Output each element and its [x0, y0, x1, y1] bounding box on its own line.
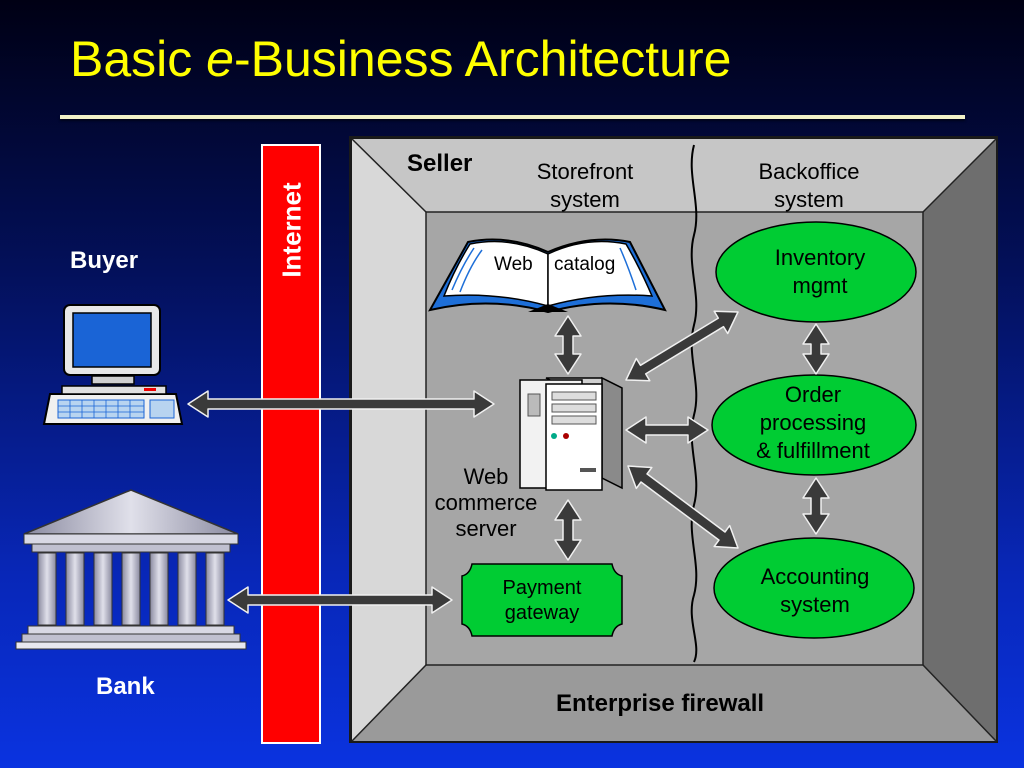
order-line2: processing [759, 410, 867, 435]
storefront-line2: system [550, 187, 620, 212]
title-prefix: Basic [70, 31, 207, 87]
payment-gateway-label: Payment gateway [472, 576, 612, 626]
arrow-catalog-server [554, 315, 582, 375]
inventory-line1: Inventory [774, 245, 866, 270]
inventory-line2: mgmt [792, 273, 848, 298]
web-commerce-line3: server [455, 516, 517, 541]
payment-gateway-node [461, 563, 623, 637]
arrow-inventory-order [802, 323, 830, 375]
web-catalog-word1: Web [494, 254, 533, 275]
bank-icon [15, 489, 247, 650]
web-catalog-word2: catalog [554, 254, 616, 275]
inventory-node [715, 221, 917, 323]
arrow-order-accounting [802, 477, 830, 535]
web-commerce-line2: commerce [434, 490, 538, 515]
firewall-label: Enterprise firewall [556, 690, 765, 717]
server-icon [519, 376, 623, 491]
bank-label: Bank [96, 673, 155, 700]
arrow-server-inventory [625, 310, 739, 382]
storefront-line1: Storefront [536, 159, 634, 184]
seller-label: Seller [407, 150, 473, 177]
computer-icon [42, 304, 184, 425]
payment-line1: Payment [502, 577, 582, 599]
title-divider [60, 115, 965, 119]
storefront-label: Storefront system [520, 158, 650, 214]
order-line1: Order [784, 382, 842, 407]
page-title: Basic e-Business Architecture [70, 30, 731, 88]
book-icon [428, 238, 667, 314]
backoffice-line1: Backoffice [758, 159, 860, 184]
web-commerce-line1: Web [463, 464, 509, 489]
arrow-server-order [625, 416, 709, 444]
accounting-label: Accounting system [735, 563, 895, 619]
buyer-label: Buyer [70, 247, 139, 274]
system-divider [690, 144, 698, 663]
order-line3: & fulfillment [756, 438, 870, 463]
arrow-server-accounting [627, 465, 739, 549]
accounting-node [713, 537, 915, 639]
arrow-buyer-server [187, 390, 495, 418]
arrow-bank-gateway [227, 586, 453, 614]
title-emphasis: e [206, 31, 234, 87]
accounting-line2: system [780, 592, 850, 617]
backoffice-line2: system [774, 187, 844, 212]
arrow-server-gateway [554, 499, 582, 561]
internet-bar [261, 144, 321, 744]
accounting-line1: Accounting [760, 564, 870, 589]
order-node [711, 374, 917, 476]
inventory-label: Inventory mgmt [750, 244, 890, 300]
title-suffix: -Business Architecture [233, 31, 732, 87]
connection-arrows [187, 310, 830, 614]
payment-line2: gateway [504, 602, 580, 624]
order-label: Order processing & fulfillment [733, 381, 893, 465]
backoffice-label: Backoffice system [740, 158, 878, 214]
